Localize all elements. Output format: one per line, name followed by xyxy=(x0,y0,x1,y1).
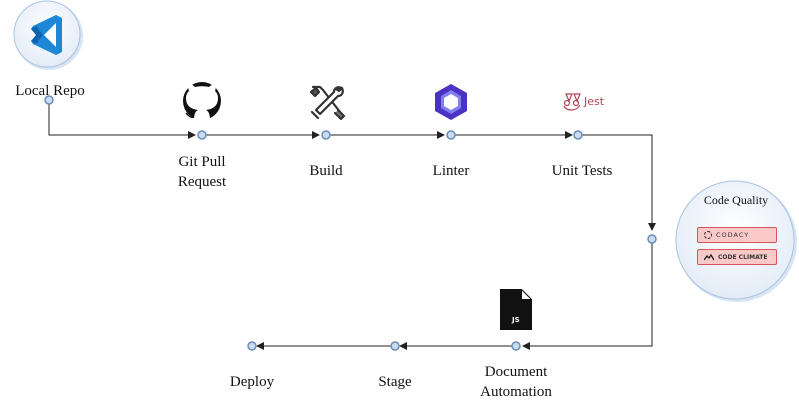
codacy-icon xyxy=(704,231,712,239)
connector-quality-to-docs xyxy=(522,240,653,350)
node-local-repo[interactable] xyxy=(44,95,54,105)
connection-nodes xyxy=(44,95,657,351)
eslint-icon xyxy=(435,84,467,120)
tools-icon xyxy=(309,85,346,121)
vscode-icon xyxy=(13,0,83,70)
codacy-label: CODACY xyxy=(716,231,750,239)
node-stage[interactable] xyxy=(390,341,400,351)
label-git-pull-request: Git Pull Request xyxy=(177,154,227,190)
github-icon xyxy=(183,82,221,120)
node-doc-automation[interactable] xyxy=(511,341,521,351)
jest-wordmark: Jest xyxy=(584,95,605,108)
code-climate-icon xyxy=(703,253,715,261)
codacy-badge: CODACY xyxy=(697,227,777,243)
node-deploy[interactable] xyxy=(247,341,257,351)
label-build: Build xyxy=(309,163,343,179)
label-document-automation: Document Automation xyxy=(480,364,552,400)
code-quality-title: Code Quality xyxy=(703,193,769,207)
node-git-pr[interactable] xyxy=(197,130,207,140)
node-code-quality[interactable] xyxy=(647,234,657,244)
label-local-repo: Local Repo xyxy=(15,83,85,99)
label-unit-tests: Unit Tests xyxy=(551,163,613,179)
code-climate-label: CODE CLIMATE xyxy=(718,253,768,261)
connector-tests-to-quality xyxy=(580,134,656,231)
connectors xyxy=(48,104,656,350)
node-build[interactable] xyxy=(321,130,331,140)
node-linter[interactable] xyxy=(446,130,456,140)
label-linter: Linter xyxy=(432,163,470,179)
connector-local-to-git xyxy=(48,104,196,139)
label-stage: Stage xyxy=(378,374,412,390)
jest-icon xyxy=(563,93,581,111)
js-file-label: JS xyxy=(512,316,520,324)
label-deploy: Deploy xyxy=(229,374,275,390)
code-climate-badge: CODE CLIMATE xyxy=(697,249,777,265)
node-unit-tests[interactable] xyxy=(573,130,583,140)
js-file-icon xyxy=(500,289,532,330)
